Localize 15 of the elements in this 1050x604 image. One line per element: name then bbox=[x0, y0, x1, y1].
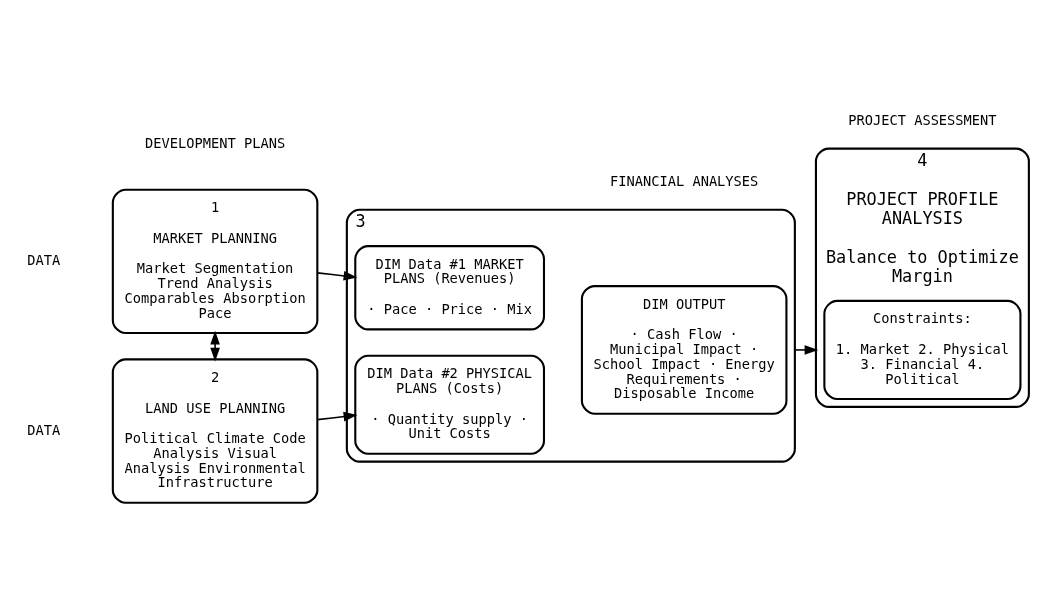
arrow bbox=[316, 411, 358, 421]
node-box: Constraints: 1. Market 2. Physical 3. Financial 4. Political bbox=[823, 299, 1022, 400]
arrow bbox=[210, 330, 220, 362]
node-box: DIM Data #2 PHYSICAL PLANS (Costs) · Quantity supply · Unit Costs bbox=[354, 354, 546, 455]
arrow bbox=[316, 270, 358, 281]
label: DATA bbox=[27, 251, 61, 268]
label: DATA bbox=[27, 421, 61, 438]
node-box: DIM OUTPUT · Cash Flow · Municipal Impact · School Impact · Energy Requirements · Disposable Income bbox=[580, 284, 788, 415]
node-box: DIM Data #1 MARKET PLANS (Revenues) · Pace · Price · Mix bbox=[354, 244, 546, 330]
label: DEVELOPMENT PLANS bbox=[145, 134, 286, 151]
node-box: 2 LAND USE PLANNING Political Climate Code Analysis Visual Analysis Environmental Infrastructure bbox=[111, 357, 319, 504]
arrow bbox=[794, 344, 819, 355]
label: FINANCIAL ANALYSES bbox=[610, 172, 759, 189]
label: PROJECT ASSESSMENT bbox=[848, 111, 997, 128]
node-box: 1 MARKET PLANNING Market Segmentation Trend Analysis Comparables Absorption Pace bbox=[111, 188, 319, 334]
